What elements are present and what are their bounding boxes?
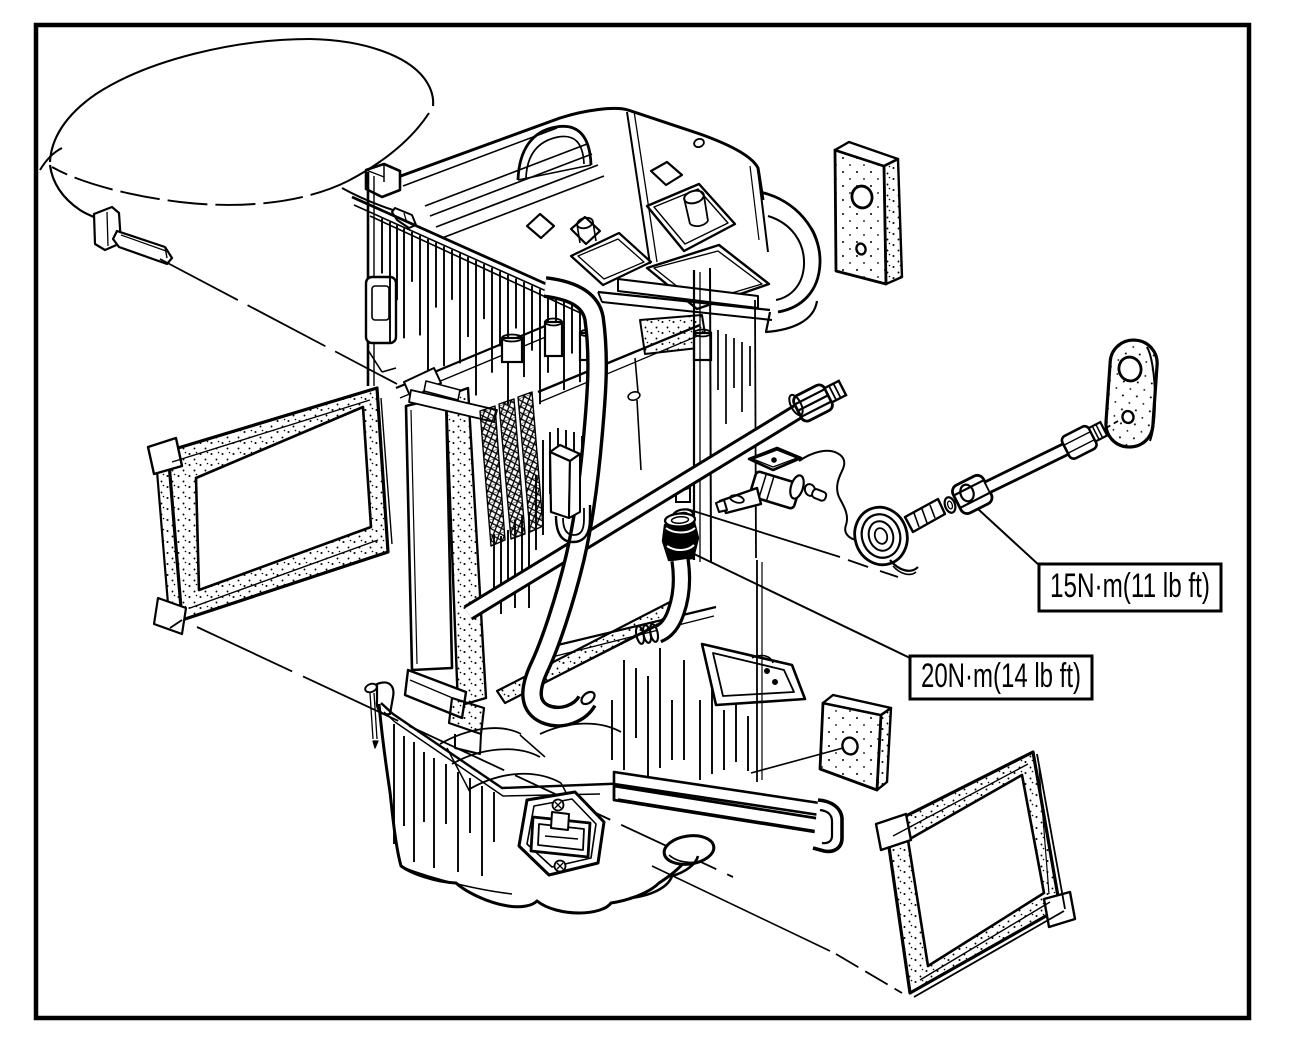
svg-text:15N·m(11 lb ft): 15N·m(11 lb ft) — [1050, 567, 1210, 605]
svg-text:20N·m(14 lb ft): 20N·m(14 lb ft) — [921, 657, 1081, 695]
